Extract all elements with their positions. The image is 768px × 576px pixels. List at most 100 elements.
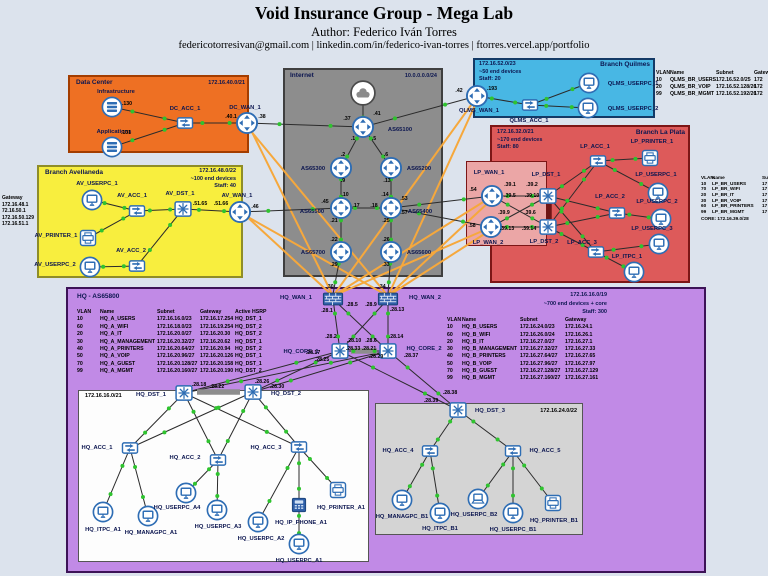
port-up-indicator (285, 466, 290, 470)
internet-cloud[interactable] (350, 80, 376, 106)
network-link (252, 350, 389, 393)
column-header: Gateway (200, 309, 222, 315)
hq-userpc-b1[interactable] (502, 502, 524, 524)
dc-acc-1-switch[interactable] (176, 114, 195, 133)
table-cell: 17 (762, 209, 768, 215)
ip-label: .28.30 (269, 384, 285, 390)
table-cell: HQ_B_PRINTERS (462, 353, 506, 360)
table-cell: 172.16.17.254 (200, 316, 234, 323)
table-cell: 172.16.52.0/25 (716, 77, 751, 83)
qlms-wan-1-router[interactable] (465, 84, 489, 108)
hq-printer-b1[interactable] (544, 494, 563, 513)
av-dst-1-switch[interactable] (173, 199, 193, 219)
internet-subnet: 10.0.0.0.0/24 (404, 73, 437, 79)
hq-userpc-a3[interactable] (206, 499, 228, 521)
hq-userpc-b2[interactable] (467, 488, 489, 510)
hq-dst-2-switch[interactable] (243, 382, 263, 402)
hq-managpc-b1[interactable] (391, 489, 413, 511)
as65600-router[interactable] (379, 240, 403, 264)
av-wan-1-router[interactable] (228, 200, 252, 224)
qlms-acc-1-switch[interactable] (521, 96, 540, 115)
port-up-indicator (353, 206, 357, 210)
port-up-indicator (565, 221, 570, 226)
port-up-indicator (147, 248, 152, 253)
dc-wan-1-router[interactable] (235, 111, 259, 135)
column-header: VLAN (447, 317, 462, 323)
qlms-wan-1-router-label: QLMS_WAN_1 (459, 108, 499, 114)
as65500-router[interactable] (329, 196, 353, 220)
qlms-userpc-1[interactable] (578, 72, 600, 94)
port-up-indicator (501, 462, 506, 467)
lp-itpc-1-label: LP_ITPC_1 (611, 254, 643, 260)
port-up-indicator (386, 311, 390, 316)
lp-userpc-3[interactable] (648, 233, 670, 255)
port-up-indicator (544, 103, 549, 108)
ip-label: .39.5 (504, 193, 516, 199)
table-cell: LP_BR_WIFI (712, 186, 740, 192)
dc-wan-1-router-label: DC_WAN_1 (229, 105, 261, 111)
lp-printer-1[interactable] (641, 149, 660, 168)
ip-label: .42 (455, 88, 463, 94)
ip-label: .51.65 (192, 201, 208, 207)
port-up-indicator (297, 513, 301, 518)
dc-infrastructure-server[interactable] (101, 96, 123, 118)
hq-itpc-b1[interactable] (429, 502, 451, 524)
printer-icon (641, 149, 659, 167)
table-cell: HQ_DST_1 (235, 360, 262, 367)
table-cell: HQ_DST_1 (235, 353, 262, 360)
hq-userpc-a4[interactable] (175, 482, 197, 504)
lp-dst-2-switch-label: LP_DST_2 (529, 239, 559, 245)
lp-acc-1-switch[interactable] (589, 152, 608, 171)
hq-userpc-a1-label: HQ_USERPC_A1 (275, 558, 323, 564)
as65400-router[interactable] (379, 196, 403, 220)
lp-userpc-1-label: LP_USERPC_1 (635, 172, 677, 178)
hq-acc-2-switch[interactable] (209, 451, 228, 470)
table-cell: 172.16.26.1 (565, 331, 593, 338)
hq-acc-1-switch[interactable] (121, 439, 140, 458)
table-cell: HQ_A_VOIP (100, 353, 130, 360)
ip-label: .6 (383, 152, 389, 158)
av-printer-1[interactable] (79, 229, 98, 248)
lp-dst-2-switch[interactable] (538, 217, 558, 237)
dc-applications-server-label: Applications (96, 129, 132, 135)
port-up-indicator (143, 430, 148, 435)
hq-acc-2-switch-label: HQ_ACC_2 (169, 455, 201, 461)
server-icon (101, 136, 123, 158)
qlms-userpc-2[interactable] (577, 97, 599, 119)
hq-userpc-a1[interactable] (288, 533, 310, 555)
av-acc-2-switch[interactable] (128, 257, 147, 276)
dc-applications-server[interactable] (101, 136, 123, 158)
lp-acc-2-switch[interactable] (608, 204, 627, 223)
hq-acc-5-switch[interactable] (504, 442, 523, 461)
lp-wan-1-router[interactable] (480, 184, 504, 208)
port-up-indicator (530, 202, 535, 207)
hq-acc-4-switch-label: HQ_ACC_4 (382, 448, 414, 454)
hq-userpc-a2[interactable] (247, 511, 269, 533)
hq-itpc-a1[interactable] (92, 501, 114, 523)
la-plata-subnet: 172.16.32.0/21 (497, 129, 534, 135)
av-userpc-2[interactable] (79, 256, 101, 278)
as65700-router[interactable] (329, 240, 353, 264)
hq-dst-3-switch[interactable] (448, 400, 468, 420)
hq-ip-phone-a1[interactable] (291, 497, 308, 514)
table-cell: 172 (754, 77, 763, 83)
as65200-router[interactable] (379, 156, 403, 180)
hq-printer-a1[interactable] (329, 481, 348, 500)
as65300-router[interactable] (329, 156, 353, 180)
pc-icon (92, 501, 114, 523)
av-userpc-1[interactable] (81, 189, 103, 211)
hq-acc-4-switch[interactable] (421, 442, 440, 461)
port-up-indicator (216, 405, 221, 410)
table-cell: 172.16.24.1 (565, 324, 593, 331)
hq-wan-1-firewall[interactable] (322, 288, 344, 310)
hq-acc-3-switch[interactable] (290, 438, 309, 457)
lp-dst-1-switch[interactable] (538, 186, 558, 206)
av-acc-1-switch[interactable] (128, 202, 147, 221)
ip-label: .39.1 (504, 182, 516, 188)
column-header: Name (462, 317, 477, 323)
lp-itpc-1[interactable] (623, 261, 645, 283)
switch-icon (521, 99, 539, 111)
